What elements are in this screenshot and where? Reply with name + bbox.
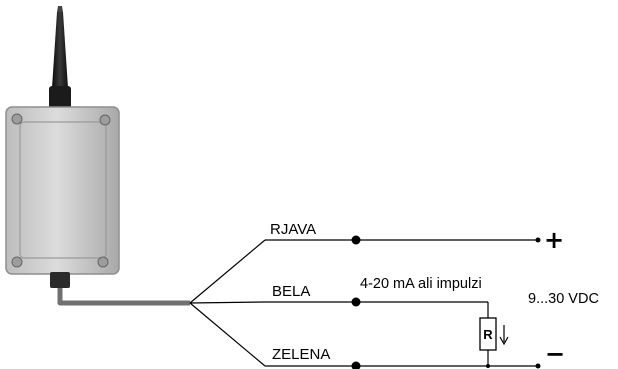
screw-icon: [97, 256, 109, 268]
wire-label-zelena: ZELENA: [272, 346, 331, 363]
negative-terminal-sign: −: [545, 340, 566, 368]
positive-terminal-sign: +: [544, 226, 565, 254]
wire-fanout: [189, 239, 266, 367]
screw-icon: [11, 256, 23, 268]
cable-gland: [50, 272, 70, 288]
resistor-label: R: [483, 327, 493, 342]
current-arrow-icon: [499, 325, 509, 346]
junction-dot: [351, 361, 361, 369]
screw-icon: [99, 114, 111, 126]
supply-note: 9...30 VDC: [528, 291, 599, 307]
junction-dot: [351, 235, 361, 245]
junction-dot: [351, 297, 361, 307]
wire-label-rjava: RJAVA: [270, 221, 317, 238]
screw-icon: [11, 113, 23, 125]
antenna: [49, 6, 71, 110]
terminal-dot: [535, 237, 541, 243]
cable: [57, 288, 190, 306]
junction-dot: [486, 364, 490, 368]
signal-note: 4-20 mA ali impulzi: [360, 276, 482, 292]
wire-label-bela: BELA: [272, 283, 311, 300]
device-housing: [5, 106, 120, 275]
resistor: R: [479, 317, 497, 351]
terminal-dot: [535, 363, 541, 369]
